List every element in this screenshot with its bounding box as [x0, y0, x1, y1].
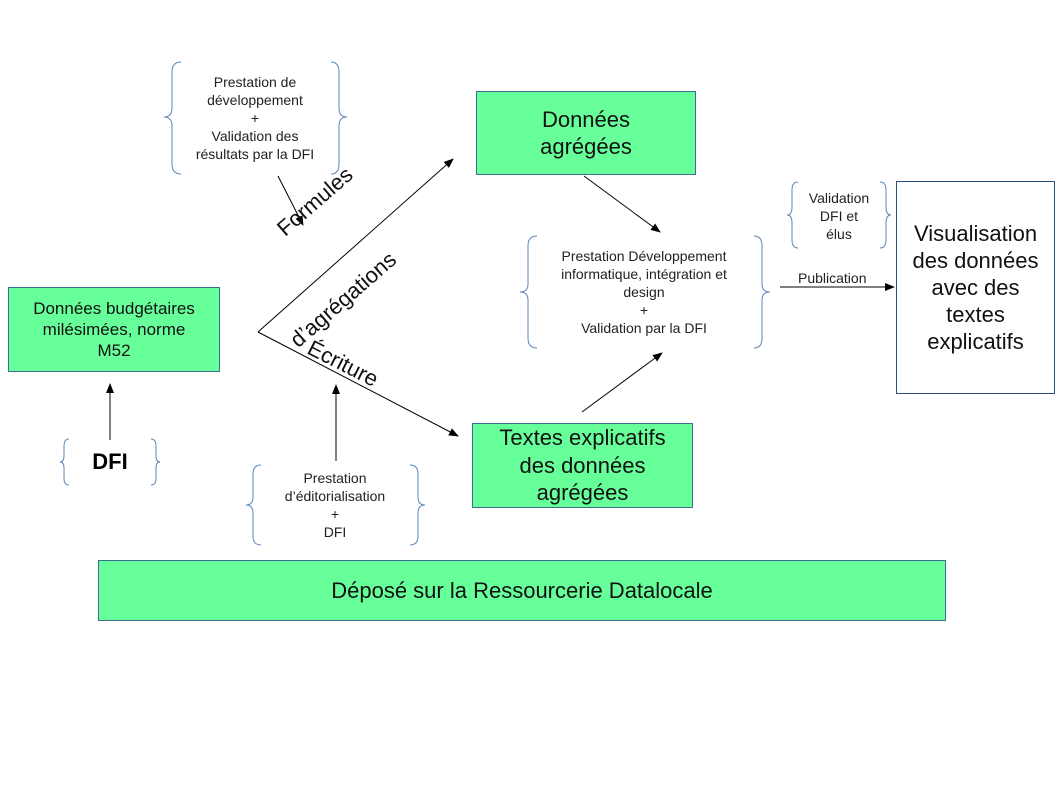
box-donnees-budgetaires: Données budgétaires milésimées, norme M5…: [8, 287, 220, 372]
box-donnees-agregees: Données agrégées: [476, 91, 696, 175]
box-depose-ressourcerie: Déposé sur la Ressourcerie Datalocale: [98, 560, 946, 621]
brace-edit-left: [245, 464, 262, 546]
brace-dfi-right: [150, 438, 161, 486]
note-prestation-dev-informatique: Prestation Développement informatique, i…: [561, 248, 727, 336]
note-validation-dfi-elus: Validation DFI et élus: [808, 190, 870, 242]
box-textes-explicatifs: Textes explicatifs des données agrégées: [472, 423, 693, 508]
arrow-textes-to-devinfo: [581, 352, 663, 413]
note-prestation-developpement: Prestation de développement + Validation…: [195, 74, 315, 162]
brace-dev-left: [163, 61, 182, 175]
brace-dev-right: [330, 61, 348, 175]
arrow-formules-to-agregees: [257, 158, 454, 333]
brace-dfi-left: [59, 438, 70, 486]
arrow-agregees-to-devinfo: [583, 175, 661, 233]
arrow-ecriture-to-textes: [257, 331, 459, 437]
label-publication: Publication: [798, 270, 867, 286]
brace-edit-right: [409, 464, 426, 546]
brace-devinfo-right: [753, 235, 771, 349]
brace-devinfo-left: [519, 235, 538, 349]
brace-validation-right: [879, 181, 892, 249]
brace-validation-left: [786, 181, 799, 249]
box-visualisation: Visualisation des données avec des texte…: [896, 181, 1055, 394]
note-dfi: DFI: [92, 449, 128, 474]
arrow-prestation-to-formules: [277, 175, 304, 226]
note-prestation-editorialisation: Prestation d’éditorialisation + DFI: [284, 470, 386, 540]
